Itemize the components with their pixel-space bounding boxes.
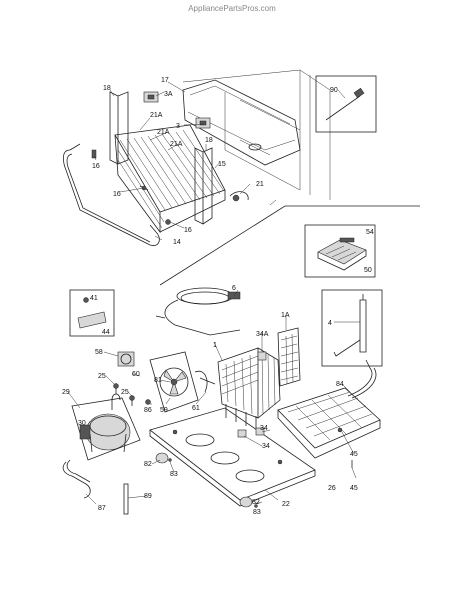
inset-box-54-50 — [304, 224, 376, 278]
callout-30: 30 — [78, 420, 86, 427]
fan-motor-58 — [117, 351, 135, 367]
callout-45: 45 — [350, 451, 358, 458]
callout-4: 4 — [328, 320, 332, 327]
callout-86: 86 — [144, 407, 152, 414]
callout-22: 22 — [282, 501, 290, 508]
leader-lines — [67, 81, 360, 505]
part-45-a — [337, 427, 343, 433]
callout-21a: 21A — [157, 129, 170, 136]
callout-29: 29 — [62, 389, 70, 396]
callout-83: 83 — [170, 471, 178, 478]
callout-34: 34 — [262, 443, 270, 450]
callout-6: 6 — [232, 285, 236, 292]
callout-14: 14 — [173, 239, 181, 246]
callout-60: 60 — [132, 371, 140, 378]
panel-1a — [277, 327, 301, 387]
callout-50: 50 — [364, 267, 372, 274]
sensor-21 — [229, 191, 249, 202]
cabinet-outline — [182, 69, 331, 200]
bracket-18-right — [194, 147, 213, 225]
callout-16: 16 — [113, 191, 121, 198]
callout-84: 84 — [336, 381, 344, 388]
screw-86 — [145, 399, 151, 405]
defrost-heater-loop — [62, 143, 160, 246]
callout-59: 59 — [160, 407, 168, 414]
inset-box-41-44 — [69, 289, 115, 337]
callout-58: 58 — [95, 349, 103, 356]
inset-box-4 — [321, 289, 383, 367]
callout-81: 81 — [154, 377, 162, 384]
clip-34-a — [237, 429, 247, 438]
bracket-18-left — [109, 91, 129, 165]
callout-82: 82 — [252, 499, 260, 506]
callout-17: 17 — [161, 77, 169, 84]
callout-16: 16 — [184, 227, 192, 234]
callout-25: 25 — [121, 389, 129, 396]
callout-89: 89 — [144, 493, 152, 500]
screw-25-b — [129, 395, 135, 406]
base-plate — [149, 407, 316, 507]
power-cord — [155, 287, 241, 336]
part-16-c — [165, 219, 171, 225]
callout-18: 18 — [205, 137, 213, 144]
evaporator-coil — [114, 124, 226, 234]
callout-90: 90 — [330, 87, 338, 94]
part-34a — [257, 351, 267, 361]
callout-21a: 21A — [150, 112, 163, 119]
callout-3: 3 — [176, 123, 180, 130]
grommet-82-top — [155, 452, 172, 464]
callout-1: 1 — [213, 342, 217, 349]
callout-41: 41 — [90, 295, 98, 302]
callout-16: 16 — [92, 163, 100, 170]
drain-tray — [277, 387, 381, 459]
evaporator-cover — [182, 79, 301, 166]
callout-26: 26 — [328, 485, 336, 492]
callout-21: 21 — [256, 181, 264, 188]
inset-box-90 — [315, 75, 377, 133]
clip-3a — [143, 91, 159, 103]
clip-3 — [195, 117, 211, 129]
compressor — [71, 393, 141, 461]
section-divider — [159, 199, 420, 286]
grommet-82-bottom — [239, 496, 258, 508]
part-16-a — [91, 149, 97, 159]
callout-45: 45 — [350, 485, 358, 492]
tube-87 — [62, 459, 91, 499]
callout-15: 15 — [218, 161, 226, 168]
fan-shroud — [149, 351, 199, 413]
tube-89 — [123, 483, 129, 515]
drain-tube-84 — [347, 359, 377, 399]
callout-82: 82 — [144, 461, 152, 468]
callout-87: 87 — [98, 505, 106, 512]
callout-34: 34 — [260, 425, 268, 432]
callout-34a: 34A — [256, 331, 269, 338]
callout-1a: 1A — [281, 312, 290, 319]
callout-61: 61 — [192, 405, 200, 412]
callout-83: 83 — [253, 509, 261, 516]
callout-18: 18 — [103, 85, 111, 92]
callout-25: 25 — [98, 373, 106, 380]
callout-3a: 3A — [164, 91, 173, 98]
callout-21a: 21A — [170, 141, 183, 148]
screw-25-a — [113, 383, 119, 394]
callout-labels: 17 18 3A 21A 3 21A 21A 18 15 16 16 21 16… — [62, 77, 374, 516]
callout-44: 44 — [102, 329, 110, 336]
fan-motor-61 — [194, 370, 216, 393]
condenser-coil — [217, 347, 281, 428]
callout-54: 54 — [366, 229, 374, 236]
site-watermark: AppliancePartsPros.com — [188, 4, 276, 13]
